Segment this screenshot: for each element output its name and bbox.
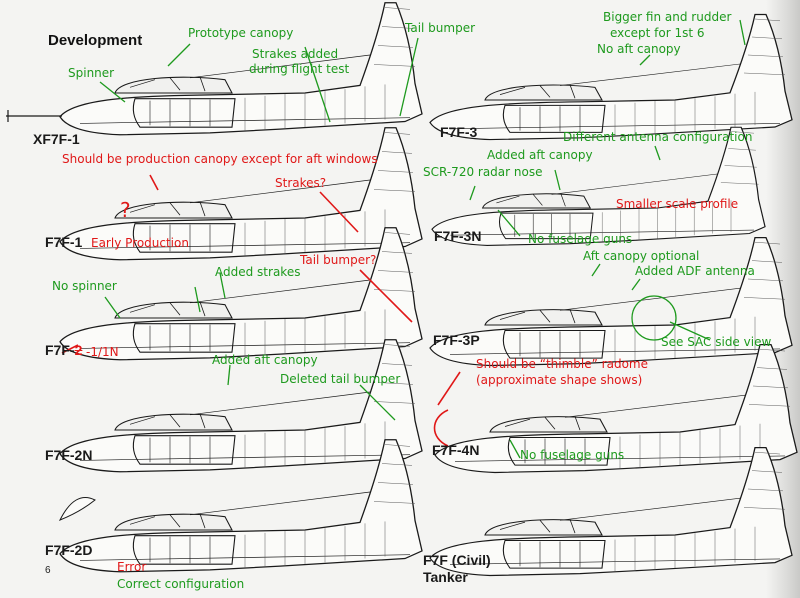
model-f7f-4n: F7F-4N bbox=[432, 442, 480, 458]
note-different-antenna: Different antenna configuration bbox=[563, 130, 753, 144]
legend-correct: Correct configuration bbox=[117, 577, 245, 591]
model-f7f-2d: F7F-2D bbox=[45, 542, 93, 558]
error-tail-bumper: Tail bumper? bbox=[300, 253, 377, 267]
model-prefix: F7F- bbox=[45, 342, 75, 358]
note-no-fuselage-guns-4n: No fuselage guns bbox=[520, 448, 625, 462]
model-f7f-3: F7F-3 bbox=[440, 124, 478, 140]
error-strakes: Strakes? bbox=[275, 176, 327, 190]
profile-f7f-3n bbox=[431, 126, 766, 246]
green-leaders bbox=[99, 19, 746, 459]
model-correction: -1/1N bbox=[86, 345, 119, 359]
note-spinner: Spinner bbox=[68, 66, 115, 80]
note-except-first-six: except for 1st 6 bbox=[610, 26, 705, 40]
note-bigger-fin: Bigger fin and rudder bbox=[603, 10, 732, 24]
model-tanker: Tanker bbox=[423, 569, 468, 585]
legend-error: Error bbox=[117, 560, 147, 574]
model-f7f-1: F7F-1 bbox=[45, 234, 83, 250]
model-xf7f-1: XF7F-1 bbox=[33, 131, 80, 147]
note-aft-canopy-optional: Aft canopy optional bbox=[583, 249, 700, 263]
model-f7f-civil: F7F (Civil) bbox=[423, 552, 491, 568]
model-f7f-1-1n: F7F-2 bbox=[45, 343, 82, 357]
model-f7f-3p: F7F-3P bbox=[433, 332, 480, 348]
note-no-aft-canopy: No aft canopy bbox=[597, 42, 681, 56]
error-smaller-scale: Smaller scale profile bbox=[616, 197, 739, 211]
note-no-spinner: No spinner bbox=[52, 279, 117, 293]
note-scr720-radar-nose: SCR-720 radar nose bbox=[423, 165, 543, 179]
note-no-fuselage-guns-3n: No fuselage guns bbox=[528, 232, 633, 246]
note-deleted-tail-bumper: Deleted tail bumper bbox=[280, 372, 401, 386]
note-see-sac-side-view: See SAC side view bbox=[661, 335, 772, 349]
page-number: 6 bbox=[45, 565, 51, 576]
red-leaders bbox=[61, 174, 461, 447]
note-added-strakes: Added strakes bbox=[215, 265, 301, 279]
note-added-adf-antenna: Added ADF antenna bbox=[635, 264, 755, 278]
label-early-production: Early Production bbox=[91, 236, 189, 250]
error-approximate-shape: (approximate shape shows) bbox=[476, 373, 643, 387]
pitot-probe bbox=[6, 110, 62, 122]
drone-director-pod bbox=[58, 497, 96, 521]
error-question-mark: ? bbox=[120, 198, 131, 222]
page-title: Development bbox=[48, 32, 143, 49]
profile-xf7f-1 bbox=[59, 2, 423, 136]
error-thimble-radome: Should be “thimble” radome bbox=[476, 357, 648, 371]
note-during-flight-test: during flight test bbox=[249, 62, 350, 76]
note-tail-bumper: Tail bumper bbox=[405, 21, 476, 35]
model-f7f-3n: F7F-3N bbox=[434, 228, 482, 244]
model-f7f-2n: F7F-2N bbox=[45, 447, 93, 463]
note-added-aft-canopy-3n: Added aft canopy bbox=[487, 148, 593, 162]
note-added-aft-canopy: Added aft canopy bbox=[212, 353, 318, 367]
note-prototype-canopy: Prototype canopy bbox=[188, 26, 294, 40]
note-strakes-added: Strakes added bbox=[252, 47, 339, 61]
model-struck-digit: 2 bbox=[74, 342, 83, 358]
error-production-canopy: Should be production canopy except for a… bbox=[62, 152, 378, 166]
